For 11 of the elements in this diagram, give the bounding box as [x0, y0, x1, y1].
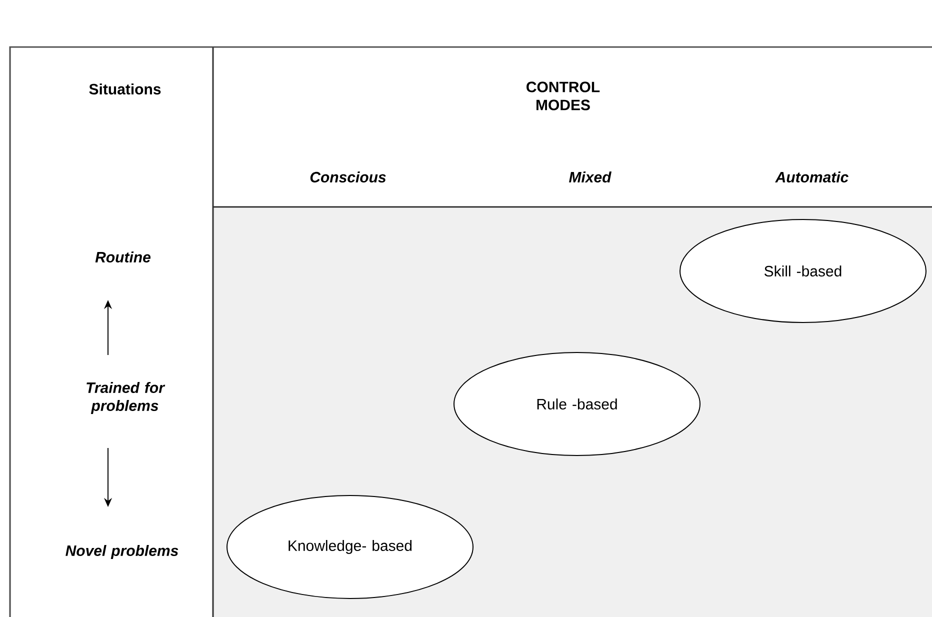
- situation-label: Routine: [95, 251, 150, 262]
- ellipse-node: Knowledge- based: [226, 495, 474, 599]
- ellipse-node: Skill -based: [680, 219, 926, 323]
- column-heading: Situations: [89, 83, 161, 94]
- ellipse-node: Rule -based: [454, 352, 700, 456]
- mode-label: Automatic: [775, 171, 848, 182]
- column-heading: CONTROL MODES: [526, 82, 600, 110]
- situation-label: Trained for problems: [86, 382, 166, 414]
- situation-label: Novel problems: [66, 545, 178, 559]
- mode-label: Conscious: [310, 171, 386, 182]
- mode-label: Mixed: [569, 171, 612, 182]
